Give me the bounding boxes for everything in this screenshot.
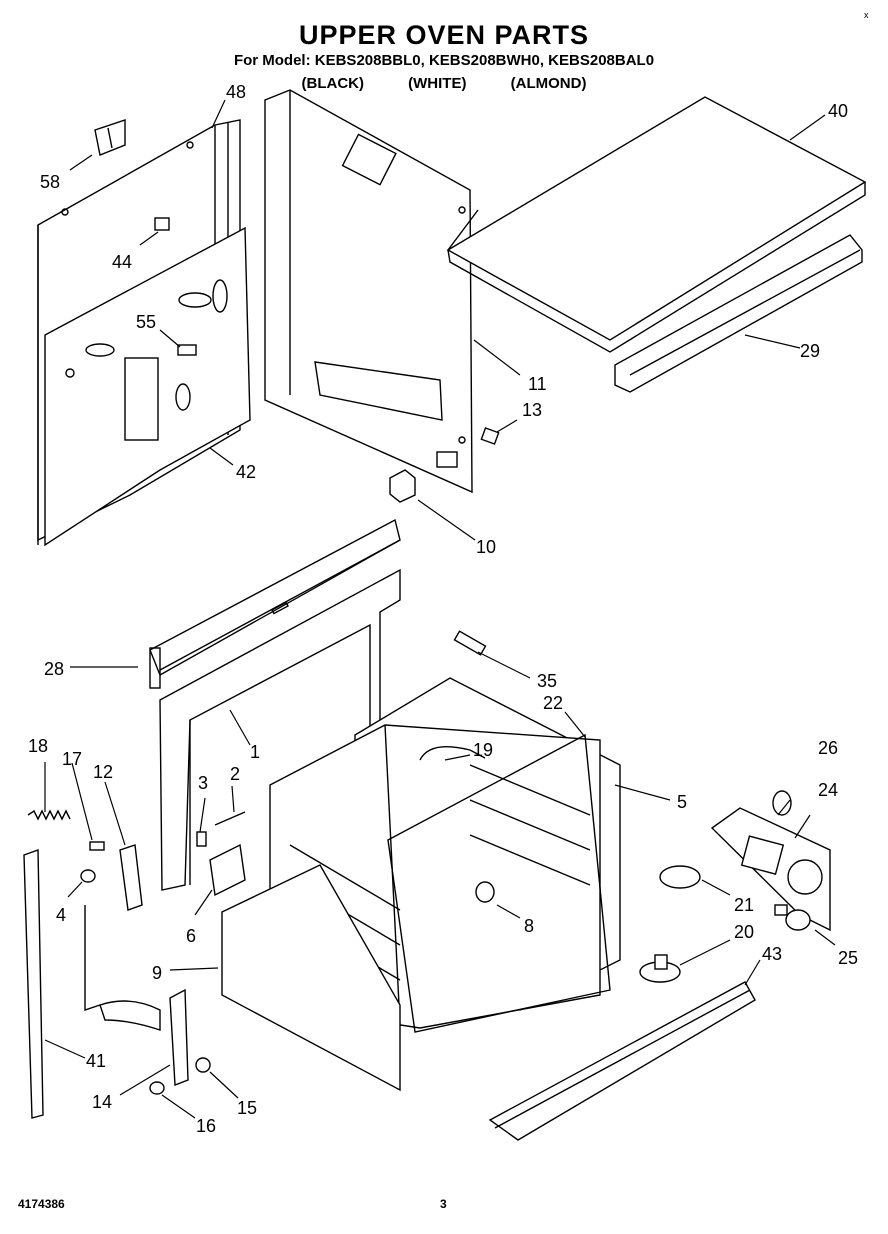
callout-16: 16 <box>196 1116 217 1136</box>
callout-22: 22 <box>543 693 564 713</box>
document-number: 4174386 <box>18 1197 65 1211</box>
callout-55: 55 <box>136 312 157 332</box>
callout-26: 26 <box>818 738 839 758</box>
part-22-door-gasket <box>387 733 611 1033</box>
diagram-title: UPPER OVEN PARTS <box>298 20 590 50</box>
callout-29: 29 <box>800 341 821 361</box>
callout-18: 18 <box>28 736 49 756</box>
callout-12: 12 <box>93 762 114 782</box>
callout-24: 24 <box>818 780 839 800</box>
callout-58: 58 <box>40 172 61 192</box>
callout-35: 35 <box>537 671 558 691</box>
callout-5: 5 <box>677 792 688 812</box>
part-16-clip <box>149 1081 165 1095</box>
part-13-grommet <box>480 427 500 445</box>
callout-leaders <box>44 99 836 1119</box>
variant-black: (BLACK) <box>301 75 364 92</box>
part-21-plate <box>659 865 701 889</box>
part-18-spring <box>27 809 71 821</box>
callout-43: 43 <box>762 944 783 964</box>
part-4-roller <box>80 869 96 883</box>
callout-48: 48 <box>226 82 247 102</box>
callout-11: 11 <box>528 374 547 394</box>
part-55-clip <box>177 344 197 356</box>
part-26-lamp-gasket <box>772 790 792 816</box>
part-20-base <box>639 954 681 983</box>
callout-20: 20 <box>734 922 755 942</box>
callout-28: 28 <box>44 659 65 679</box>
callout-17: 17 <box>62 749 83 769</box>
callout-44: 44 <box>112 252 133 272</box>
callout-15: 15 <box>237 1098 258 1118</box>
callout-19: 19 <box>473 740 494 760</box>
model-numbers: KEBS208BBL0, KEBS208BWH0, KEBS208BAL0 <box>314 52 655 69</box>
model-prefix: For Model: <box>233 52 311 69</box>
callout-21: 21 <box>734 895 755 915</box>
part-3-spacer <box>196 831 207 847</box>
part-6-hinge-bracket <box>209 843 246 897</box>
callout-40: 40 <box>828 101 849 121</box>
part-58-bracket <box>94 119 126 156</box>
part-12-hinge-arm <box>119 844 143 911</box>
variant-almond: (ALMOND) <box>510 75 587 92</box>
callout-13: 13 <box>522 400 543 420</box>
callout-42: 42 <box>236 462 257 482</box>
part-25-bulb <box>774 904 811 931</box>
part-42-inner-panel <box>44 226 251 547</box>
callout-6: 6 <box>186 926 197 946</box>
part-29-rail <box>614 234 863 393</box>
variant-white: (WHITE) <box>408 75 467 92</box>
callout-10: 10 <box>476 537 497 557</box>
part-43-bottom-rail <box>488 981 756 1141</box>
callout-3: 3 <box>198 773 209 793</box>
part-41-side-strip <box>23 849 44 1119</box>
part-11-side-panel <box>264 89 473 494</box>
part-19-tube <box>419 746 486 761</box>
callout-4: 4 <box>56 905 67 925</box>
callout-25: 25 <box>838 948 859 968</box>
part-10-block <box>389 469 416 503</box>
callout-8: 8 <box>524 916 535 936</box>
part-17-pin <box>89 841 105 851</box>
callout-9: 9 <box>152 963 163 983</box>
part-35-sensor <box>453 630 487 656</box>
corner-mark: x <box>864 10 869 20</box>
part-44-clip <box>154 217 170 231</box>
page-number: 3 <box>440 1197 447 1211</box>
callout-2: 2 <box>230 764 241 784</box>
part-2-screw <box>214 811 246 826</box>
callout-14: 14 <box>92 1092 113 1112</box>
part-24-lamp-assembly <box>710 807 831 932</box>
callout-1: 1 <box>250 742 261 762</box>
part-40-top-panel <box>446 96 867 353</box>
part-9-bottom-panel <box>221 864 401 1092</box>
callout-41: 41 <box>86 1051 107 1071</box>
part-15-bushing <box>195 1057 211 1073</box>
model-line: For Model: KEBS208BBL0, KEBS208BWH0, KEB… <box>0 52 888 69</box>
part-14-hinge <box>84 905 189 1086</box>
color-variants: (BLACK) (WHITE) (ALMOND) <box>0 75 888 92</box>
